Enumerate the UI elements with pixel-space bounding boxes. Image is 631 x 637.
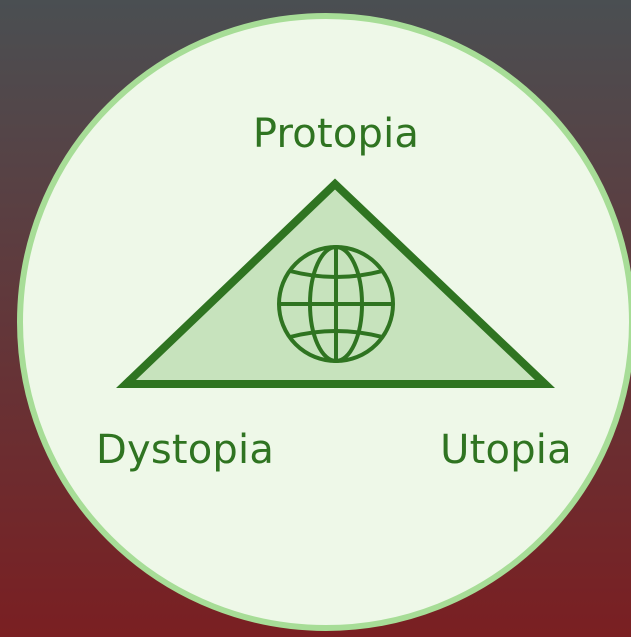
globe-icon — [277, 245, 395, 363]
triangle-outline — [116, 178, 555, 388]
label-dystopia: Dystopia — [95, 427, 275, 473]
label-utopia: Utopia — [440, 427, 572, 473]
label-protopia: Protopia — [252, 111, 420, 157]
outer-circle-border — [17, 13, 631, 631]
